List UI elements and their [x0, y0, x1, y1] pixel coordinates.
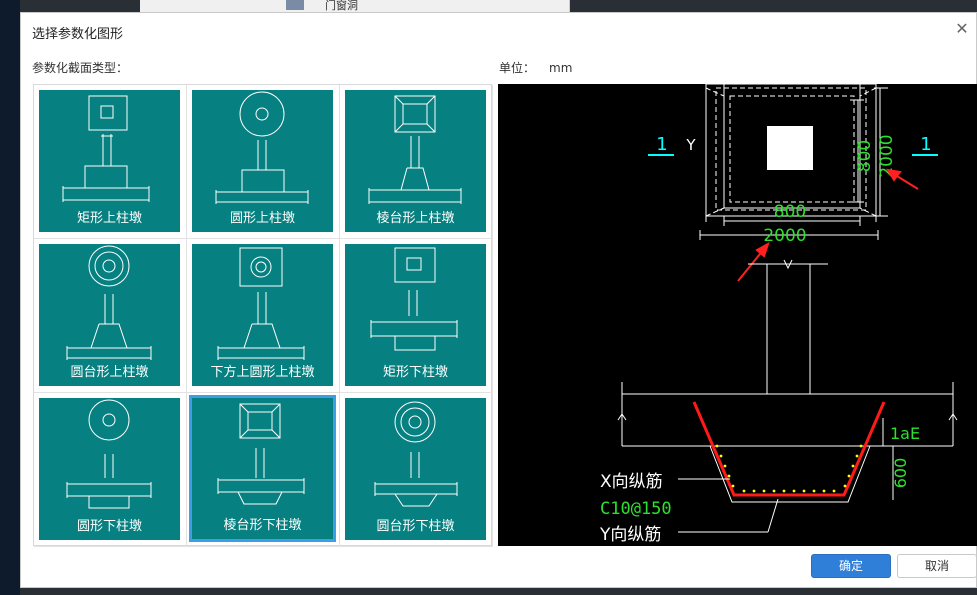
background-panel-label: 门窗洞	[325, 0, 358, 12]
section-mark-left: 1	[656, 134, 667, 155]
dim-outer: 2000	[763, 226, 806, 246]
circle-upper-pier-icon	[215, 91, 309, 204]
dim-side-inner: 800	[855, 140, 875, 172]
shape-card-selected[interactable]: 棱台形下柱墩	[189, 395, 336, 542]
unit-value: mm	[549, 61, 573, 75]
shape-cell-cone-lower[interactable]: 圆台形下柱墩	[340, 393, 493, 547]
square-circle-upper-pier-icon	[217, 247, 305, 360]
shape-card[interactable]: 矩形下柱墩	[345, 244, 486, 386]
shape-label: 圆台形上柱墩	[70, 365, 149, 380]
background-app	[0, 0, 20, 595]
shape-cell-frustum-upper[interactable]: 棱台形上柱墩	[340, 85, 493, 239]
shape-preview: 800 2000 800 2000 1 Y 1	[498, 84, 977, 546]
unit-label-text: 单位：	[499, 61, 536, 75]
shape-label: 矩形下柱墩	[382, 365, 448, 380]
shape-card[interactable]: 下方上圆形上柱墩	[192, 244, 333, 386]
preview-drawing: 800 2000 800 2000 1 Y 1	[599, 84, 958, 545]
dim-depth: 600	[891, 458, 910, 489]
shape-card[interactable]: 圆形上柱墩	[192, 90, 333, 232]
shape-cell-circle-lower[interactable]: 圆形下柱墩	[34, 393, 187, 547]
shape-card[interactable]: 矩形上柱墩	[39, 90, 180, 232]
dim-inner: 800	[774, 202, 806, 222]
cone-lower-pier-icon	[374, 401, 458, 507]
rebar-x-label: X向纵筋	[600, 472, 663, 492]
dim-side-outer: 2000	[877, 134, 897, 177]
cone-upper-pier-icon	[66, 245, 152, 360]
shape-cell-cone-upper[interactable]: 圆台形上柱墩	[34, 239, 187, 393]
rect-lower-pier-icon	[370, 247, 458, 351]
shape-cell-circle-upper[interactable]: 圆形上柱墩	[187, 85, 340, 239]
unit-label: 单位： mm	[499, 59, 572, 76]
shape-label: 圆形下柱墩	[76, 519, 142, 534]
background-panel: 门窗洞	[140, 0, 570, 12]
rebar-y-label: Y向纵筋	[599, 525, 661, 545]
rebar-spec-label: C10@150	[600, 499, 672, 519]
background-statusbar	[20, 588, 977, 595]
shape-label: 矩形上柱墩	[76, 211, 142, 226]
rebar-dots	[715, 444, 863, 493]
shape-label: 圆形上柱墩	[229, 211, 295, 226]
shape-cell-square-circle-upper[interactable]: 下方上圆形上柱墩	[187, 239, 340, 393]
parametric-shape-dialog: 选择参数化图形 ✕ 参数化截面类型： 单位： mm 矩形上柱墩	[20, 12, 977, 588]
cancel-button[interactable]: 取消	[897, 554, 977, 578]
frustum-lower-pier-icon	[217, 403, 305, 505]
shape-card[interactable]: 圆台形下柱墩	[345, 398, 486, 540]
frustum-upper-pier-icon	[368, 95, 462, 204]
shape-label: 棱台形下柱墩	[223, 518, 302, 533]
dialog-title: 选择参数化图形	[32, 27, 124, 42]
shape-cell-rect-upper[interactable]: 矩形上柱墩	[34, 85, 187, 239]
axis-y-label: Y	[685, 136, 696, 154]
close-icon[interactable]: ✕	[955, 19, 969, 38]
shape-label: 棱台形上柱墩	[376, 211, 455, 226]
background-toolbar: 门窗洞	[20, 0, 977, 12]
rect-upper-pier-icon	[62, 95, 150, 202]
shape-grid: 矩形上柱墩 圆形上柱墩	[33, 84, 493, 547]
shape-card[interactable]: 圆形下柱墩	[39, 398, 180, 540]
shape-card[interactable]: 圆台形上柱墩	[39, 244, 180, 386]
door-window-icon	[286, 0, 304, 10]
circle-lower-pier-icon	[66, 399, 152, 509]
shape-cell-rect-lower[interactable]: 矩形下柱墩	[340, 239, 493, 393]
lae-label: 1aE	[890, 424, 920, 443]
shape-label: 圆台形下柱墩	[376, 519, 455, 534]
shape-label: 下方上圆形上柱墩	[210, 365, 315, 380]
shape-card[interactable]: 棱台形上柱墩	[345, 90, 486, 232]
section-mark-right: 1	[920, 134, 931, 155]
section-type-label: 参数化截面类型：	[32, 61, 129, 75]
ok-button[interactable]: 确定	[811, 554, 891, 578]
shape-cell-frustum-lower[interactable]: 棱台形下柱墩	[187, 393, 340, 547]
